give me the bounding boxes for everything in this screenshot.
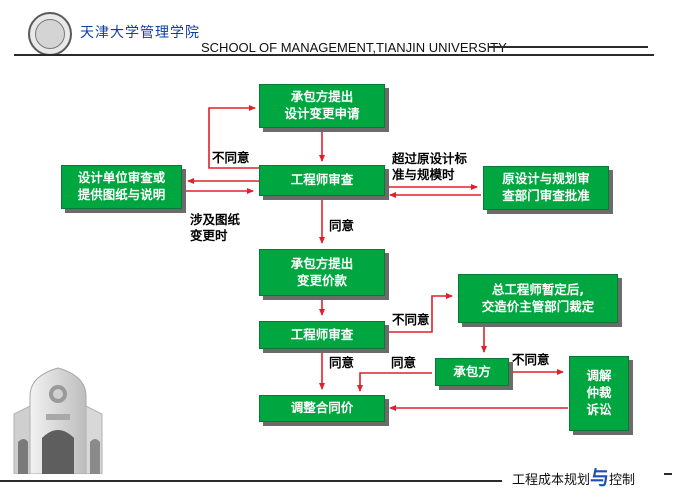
header-divider-accent	[488, 46, 648, 48]
node-contractor-price-request: 承包方提出 变更价款	[259, 249, 385, 296]
label-involves-drawings: 涉及图纸 变更时	[190, 212, 241, 244]
footer-divider-tick	[664, 473, 672, 475]
node-contractor-change-request: 承包方提出 设计变更申请	[259, 84, 385, 128]
arrow-review2-to-chief	[385, 293, 453, 333]
node-engineer-review-2: 工程师审查	[259, 321, 385, 349]
course-title: 工程成本规划与控制	[512, 463, 635, 490]
logo-emblem	[35, 19, 65, 49]
node-original-design-approval: 原设计与规划审 查部门审查批准	[483, 166, 609, 210]
node-contractor: 承包方	[435, 358, 509, 386]
arrow-contractor-to-adjust	[357, 372, 432, 392]
label-agree-3: 同意	[391, 355, 417, 370]
label-agree-1: 同意	[329, 218, 355, 233]
tower-illustration	[13, 367, 103, 474]
label-disagree-3: 不同意	[512, 352, 550, 367]
node-mediation-arbitration-litigation: 调解 仲裁 诉讼	[569, 356, 629, 431]
label-agree-2: 同意	[329, 355, 355, 370]
university-logo	[28, 12, 72, 56]
node-chief-engineer-ruling: 总工程师暂定后, 交造价主管部门裁定	[458, 274, 618, 323]
header-divider	[14, 54, 654, 56]
course-title-part-c: 控制	[609, 473, 636, 488]
arrow-review-to-request-disagree	[208, 105, 259, 169]
label-disagree-2: 不同意	[392, 312, 430, 327]
node-adjust-contract-price: 调整合同价	[259, 395, 385, 422]
university-name: 天津大学管理学院	[80, 25, 200, 41]
label-disagree-1: 不同意	[212, 150, 250, 165]
footer-divider	[0, 480, 502, 482]
course-title-part-b: 与	[590, 467, 610, 489]
course-title-part-a: 工程成本规划	[512, 473, 591, 488]
school-name: SCHOOL OF MANAGEMENT,TIANJIN UNIVERSITY	[201, 40, 507, 55]
node-design-unit-review: 设计单位审查或 提供图纸与说明	[61, 165, 182, 209]
node-engineer-review-1: 工程师审查	[259, 165, 385, 196]
label-exceed-standard: 超过原设计标 准与规模时	[392, 151, 468, 183]
